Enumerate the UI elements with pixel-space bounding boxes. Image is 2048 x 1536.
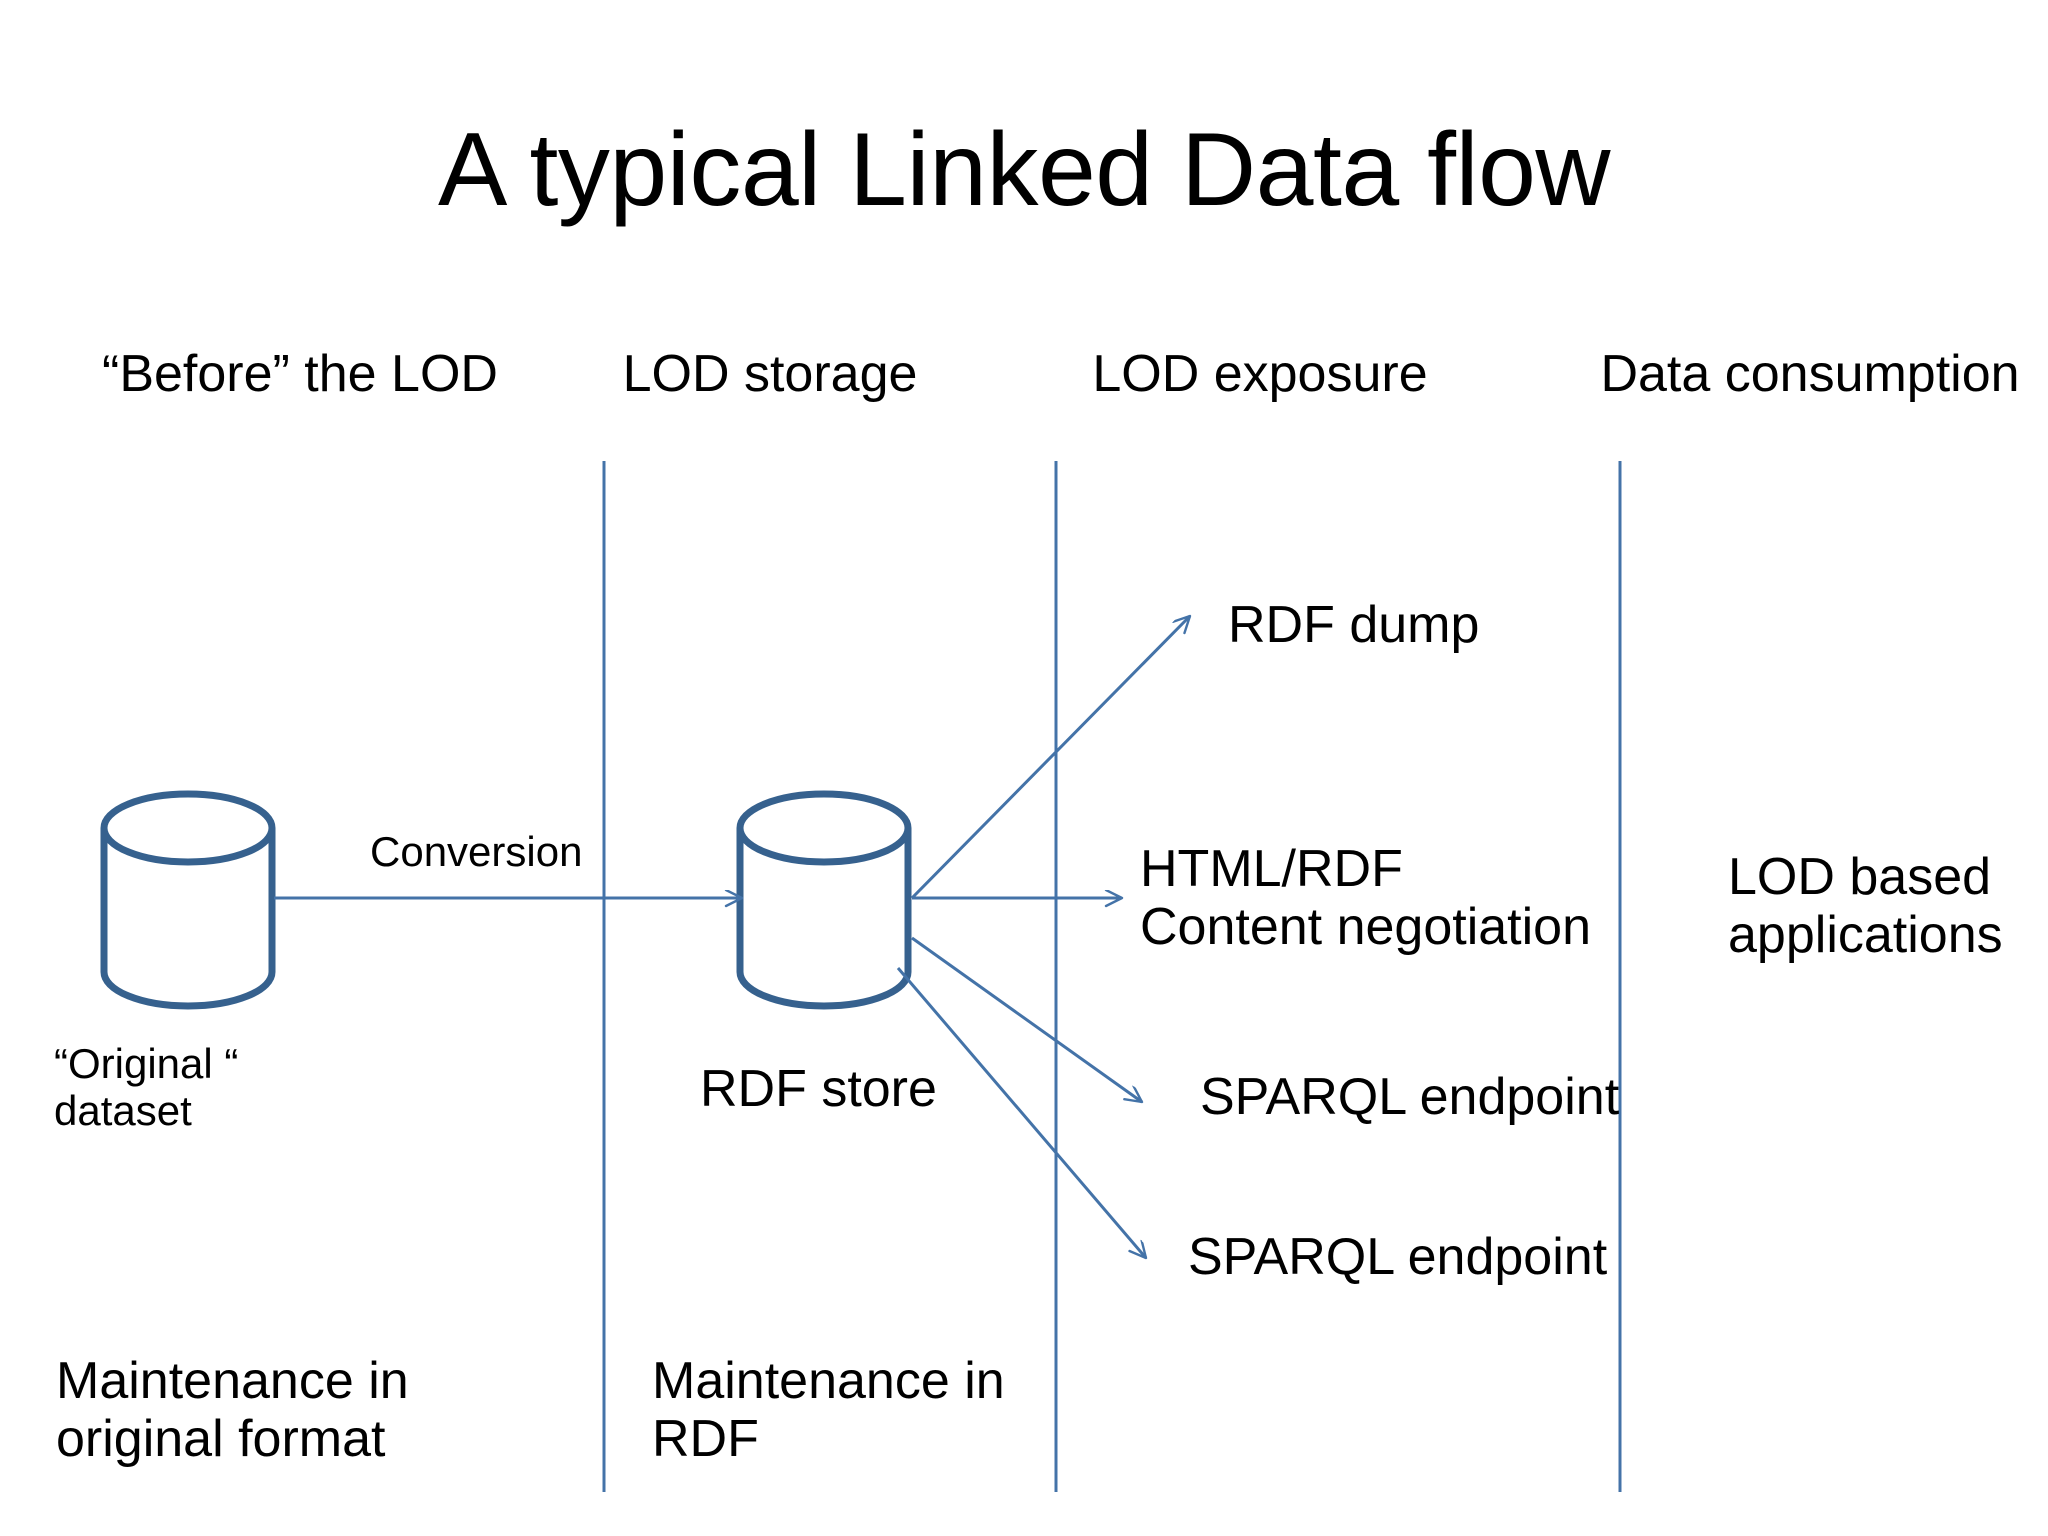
footnote-maintenance-rdf-line2: RDF (652, 1410, 759, 1469)
original-dataset-caption: “Original “dataset (54, 1040, 238, 1134)
output-label-content-negotiation-line1: HTML/RDF (1140, 840, 1403, 898)
output-label-sparql-endpoint-1: SPARQL endpoint (1200, 1068, 1620, 1126)
footnote-maintenance-rdf-line1: Maintenance in (652, 1352, 1005, 1410)
column-header-before-lod: “Before” the LOD (102, 345, 498, 403)
column-header-lod-storage: LOD storage (622, 345, 918, 403)
column-header-lod-exposure: LOD exposure (1092, 345, 1428, 403)
output-label-rdf-dump: RDF dump (1228, 596, 1480, 654)
arrow-to-sparql-endpoint-1 (911, 936, 1142, 1104)
consumption-label-line1: LOD based (1728, 848, 1992, 906)
column-header-data-consumption: Data consumption (1600, 345, 2020, 403)
arrow-to-rdf-dump (910, 616, 1190, 900)
consumption-label-line2: applications (1728, 906, 2003, 965)
footnote-maintenance-original-line2: original format (56, 1410, 386, 1469)
page-title: A typical Linked Data flow (437, 112, 1611, 228)
original-dataset-caption-line1: “Original “ (54, 1040, 239, 1087)
rdf-store-cylinder-icon (736, 790, 912, 1010)
output-label-sparql-endpoint-2: SPARQL endpoint (1188, 1228, 1608, 1286)
output-label-content-negotiation-line2: Content negotiation (1140, 898, 1592, 957)
rdf-store-caption: RDF store (700, 1060, 937, 1118)
footnote-maintenance-original-line1: Maintenance in (56, 1352, 409, 1410)
original-dataset-cylinder-icon (100, 790, 276, 1010)
column-dividers (602, 461, 1622, 1492)
arrow-to-sparql-endpoint-2 (896, 967, 1146, 1258)
original-dataset-caption-line2: dataset (54, 1087, 192, 1135)
conversion-edge-label: Conversion (370, 828, 583, 875)
